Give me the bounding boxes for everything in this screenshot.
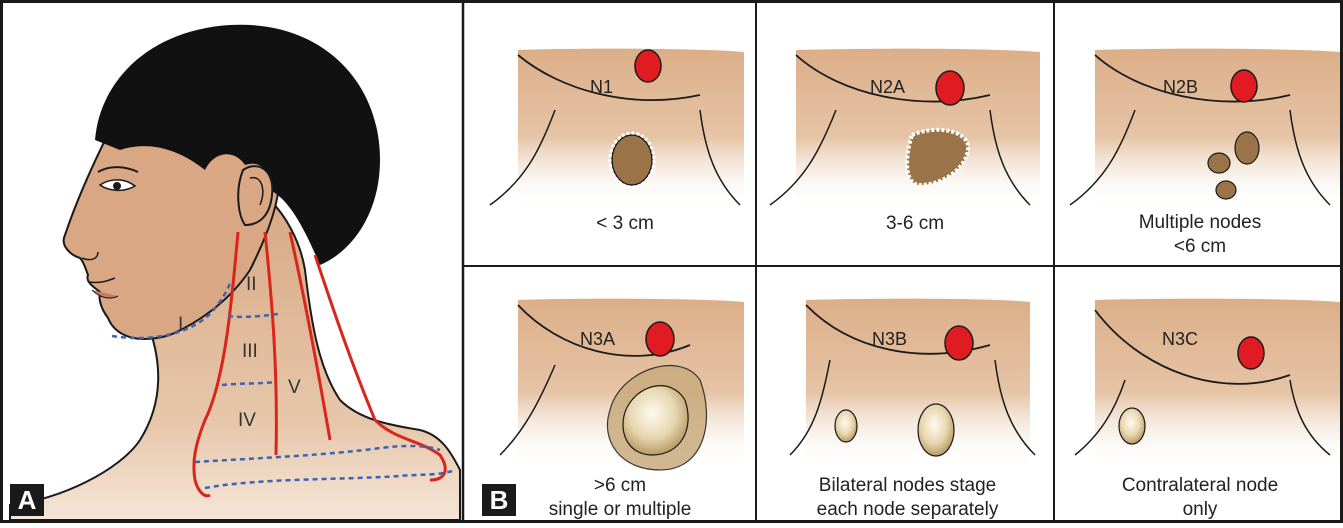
caption-n3b-line2: each node separately [765, 498, 1050, 522]
level-label-i: I [178, 314, 183, 336]
panel-a-badge: A [10, 484, 44, 516]
node [835, 410, 857, 442]
cell-n3a-illustration [500, 299, 744, 470]
node [1119, 408, 1145, 444]
caption-n1-line1: < 3 cm [500, 212, 750, 236]
level-label-ii: II [246, 274, 257, 296]
caption-n1: < 3 cm [500, 212, 750, 236]
panel-a-letter: A [10, 484, 44, 516]
level-label-iv: IV [238, 410, 256, 432]
caption-n2a: 3-6 cm [790, 212, 1040, 236]
caption-n2b: Multiple nodes <6 cm [1065, 211, 1335, 259]
stage-label-n1: N1 [590, 77, 613, 98]
node [1208, 153, 1230, 173]
caption-n2b-line2: <6 cm [1065, 235, 1335, 259]
caption-n3a-line2: single or multiple [480, 498, 760, 522]
stage-label-n2a: N2A [870, 77, 905, 98]
node [612, 135, 652, 185]
caption-n2a-line1: 3-6 cm [790, 212, 1040, 236]
tumor [635, 50, 661, 82]
cell-n2a-illustration [770, 49, 1040, 210]
stage-label-n2b: N2B [1163, 77, 1198, 98]
tumor [936, 71, 964, 105]
level-label-iii: III [242, 341, 258, 363]
stage-label-n3a: N3A [580, 329, 615, 350]
tumor [1238, 337, 1264, 369]
caption-n3c-line1: Contralateral node [1065, 474, 1335, 498]
node [1216, 181, 1236, 199]
cell-n3b-illustration [790, 299, 1035, 470]
stage-label-n3c: N3C [1162, 329, 1198, 350]
caption-n3c-line2: only [1065, 498, 1335, 522]
caption-n3a-line1: >6 cm [480, 474, 760, 498]
caption-n3b: Bilateral nodes stage each node separate… [765, 474, 1050, 522]
caption-n3a: >6 cm single or multiple [480, 474, 760, 522]
tumor [945, 326, 973, 360]
caption-n3c: Contralateral node only [1065, 474, 1335, 522]
caption-n2b-line1: Multiple nodes [1065, 211, 1335, 235]
cell-n2b-illustration [1070, 49, 1340, 210]
stage-label-n3b: N3B [872, 329, 907, 350]
tumor [1231, 70, 1257, 102]
node [918, 404, 954, 456]
tumor [646, 322, 674, 356]
cell-n1-illustration [490, 49, 744, 210]
level-label-v: V [288, 377, 301, 399]
caption-n3b-line1: Bilateral nodes stage [765, 474, 1050, 498]
cell-n3c-illustration [1075, 299, 1340, 470]
node [1235, 132, 1259, 164]
